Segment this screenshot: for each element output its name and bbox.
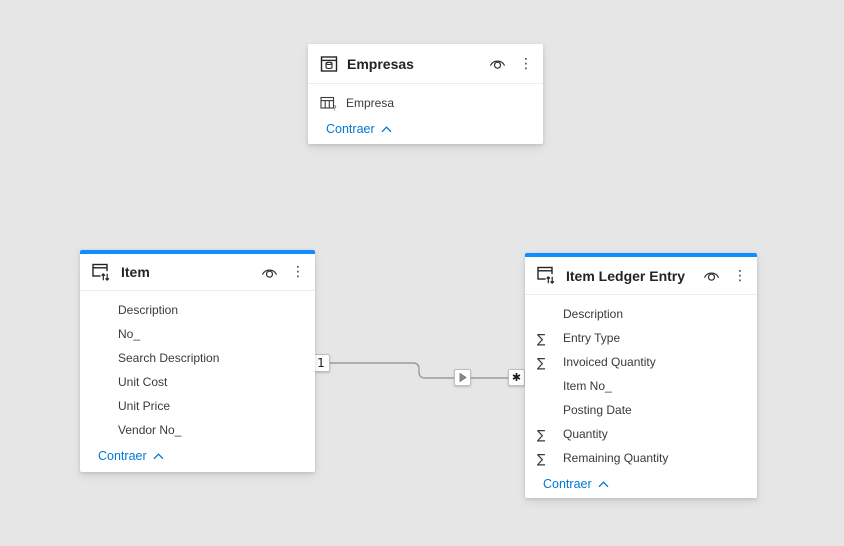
more-options-icon[interactable]: ⋮ [519,55,533,72]
field-label: Description [118,303,179,317]
sigma-icon: ∑ [537,426,546,442]
eye-icon[interactable] [260,266,279,279]
table-card-item[interactable]: Item ⋮ Description No_ Search Descriptio… [80,250,315,472]
table-header[interactable]: Item Ledger Entry ⋮ [525,257,757,295]
field-list: Description No_ Search Description Unit … [80,298,315,442]
relationship-arrow-icon [459,372,467,383]
collapse-link[interactable]: Contraer [308,117,543,141]
collapse-label: Contraer [326,122,375,136]
sigma-icon: ∑ [537,330,546,346]
field-row[interactable]: ∑ Quantity [525,422,757,446]
collapse-chevron-icon [153,452,164,459]
field-label: Invoiced Quantity [563,355,656,369]
collapse-link[interactable]: Contraer [80,444,315,468]
sigma-icon: ∑ [537,354,546,370]
field-row[interactable]: Item No_ [525,374,757,398]
field-row[interactable]: ∑ Invoiced Quantity [525,350,757,374]
field-label: Unit Price [118,399,171,413]
field-list: Description ∑ Entry Type ∑ Invoiced Quan… [525,302,757,470]
collapse-label: Contraer [543,477,592,491]
table-card-item-ledger-entry[interactable]: Item Ledger Entry ⋮ Description ∑ Entry … [525,253,757,498]
field-row[interactable]: ∑ Entry Type [525,326,757,350]
field-label: Item No_ [563,379,612,393]
field-label: Remaining Quantity [563,451,669,465]
table-title: Empresas [347,55,414,72]
cardinality-many-label: ✱ [511,371,522,384]
field-row[interactable]: ? Empresa [308,91,543,115]
table-sync-icon [537,266,557,285]
field-label: Empresa [346,96,395,110]
table-header[interactable]: Item ⋮ [80,254,315,291]
field-row[interactable]: Unit Cost [80,370,315,394]
svg-text:?: ? [333,104,337,111]
relationship-direction-badge[interactable] [454,369,471,386]
field-label: Entry Type [563,331,621,345]
table-title: Item Ledger Entry [566,267,686,284]
more-options-icon[interactable]: ⋮ [733,267,747,284]
field-row[interactable]: Description [525,302,757,326]
field-label: Posting Date [563,403,632,417]
sigma-icon: ∑ [537,450,546,466]
cardinality-one-label: 1 [317,356,325,370]
collapse-chevron-icon [598,480,609,487]
dataset-icon [320,55,338,73]
field-row[interactable]: ∑ Remaining Quantity [525,446,757,470]
collapse-chevron-icon [381,125,392,132]
more-options-icon[interactable]: ⋮ [291,264,305,280]
field-row[interactable]: Search Description [80,346,315,370]
collapse-link[interactable]: Contraer [525,472,757,496]
table-title: Item [121,264,150,280]
field-label: Description [563,307,624,321]
table-header[interactable]: Empresas ⋮ [308,44,543,84]
eye-icon[interactable] [488,57,507,70]
eye-icon[interactable] [702,269,721,282]
field-row[interactable]: Vendor No_ [80,418,315,442]
table-card-empresas[interactable]: Empresas ⋮ ? Empresa Contraer [308,44,543,144]
field-list: ? Empresa [308,91,543,115]
field-row[interactable]: Unit Price [80,394,315,418]
table-sync-icon [92,263,112,282]
relationship-cardinality-many-badge[interactable]: ✱ [508,369,525,386]
field-label: Search Description [118,351,220,365]
card-accent-bar [80,250,315,254]
field-label: Vendor No_ [118,423,182,437]
field-row[interactable]: Description [80,298,315,322]
card-accent-bar [525,253,757,257]
table-icon: ? [320,96,346,111]
field-row[interactable]: Posting Date [525,398,757,422]
field-label: No_ [118,327,141,341]
collapse-label: Contraer [98,449,147,463]
field-label: Quantity [563,427,608,441]
field-row[interactable]: No_ [80,322,315,346]
field-label: Unit Cost [118,375,168,389]
